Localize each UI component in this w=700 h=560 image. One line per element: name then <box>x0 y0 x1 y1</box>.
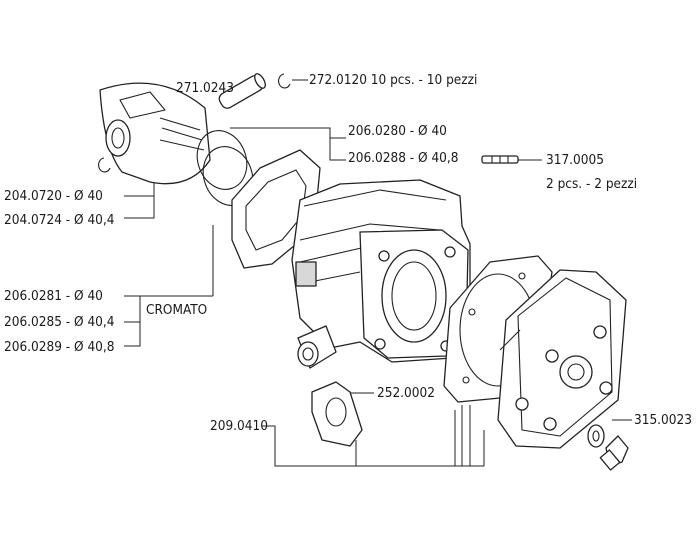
label-piston-40-4: 204.0724 - Ø 40,4 <box>4 212 115 228</box>
label-ring-set-40-4: 206.0285 - Ø 40,4 <box>4 314 115 330</box>
label-bolt: 315.0023 <box>634 412 692 428</box>
label-circlip: 272.0120 10 pcs. - 10 pezzi <box>309 72 477 88</box>
label-ring-set-40: 206.0281 - Ø 40 <box>4 288 103 304</box>
label-cylinder-kit: 209.0410 <box>210 418 268 434</box>
label-stud-qty: 2 pcs. - 2 pezzi <box>546 176 637 192</box>
label-ring-set-40-8: 206.0289 - Ø 40,8 <box>4 339 114 355</box>
label-gasket: 252.0002 <box>377 385 435 401</box>
cylinder-head <box>497 269 627 449</box>
stud-screw <box>481 155 519 164</box>
label-stud: 317.0005 <box>546 152 604 168</box>
circlip-left <box>98 157 111 173</box>
part-labels: 271.0243 272.0120 10 pcs. - 10 pezzi 206… <box>4 72 692 434</box>
piston <box>99 82 211 185</box>
circlip-top <box>278 73 291 89</box>
exhaust-gasket <box>311 381 363 447</box>
label-rings-40-8: 206.0288 - Ø 40,8 <box>348 150 458 166</box>
label-piston-pin: 271.0243 <box>176 80 234 96</box>
cylinder <box>291 179 471 369</box>
label-cromato: CROMATO <box>146 302 207 318</box>
bolt-washer <box>587 424 629 471</box>
label-piston-40: 204.0720 - Ø 40 <box>4 188 103 204</box>
piston-pin <box>218 73 266 109</box>
label-rings-40: 206.0280 - Ø 40 <box>348 123 447 139</box>
